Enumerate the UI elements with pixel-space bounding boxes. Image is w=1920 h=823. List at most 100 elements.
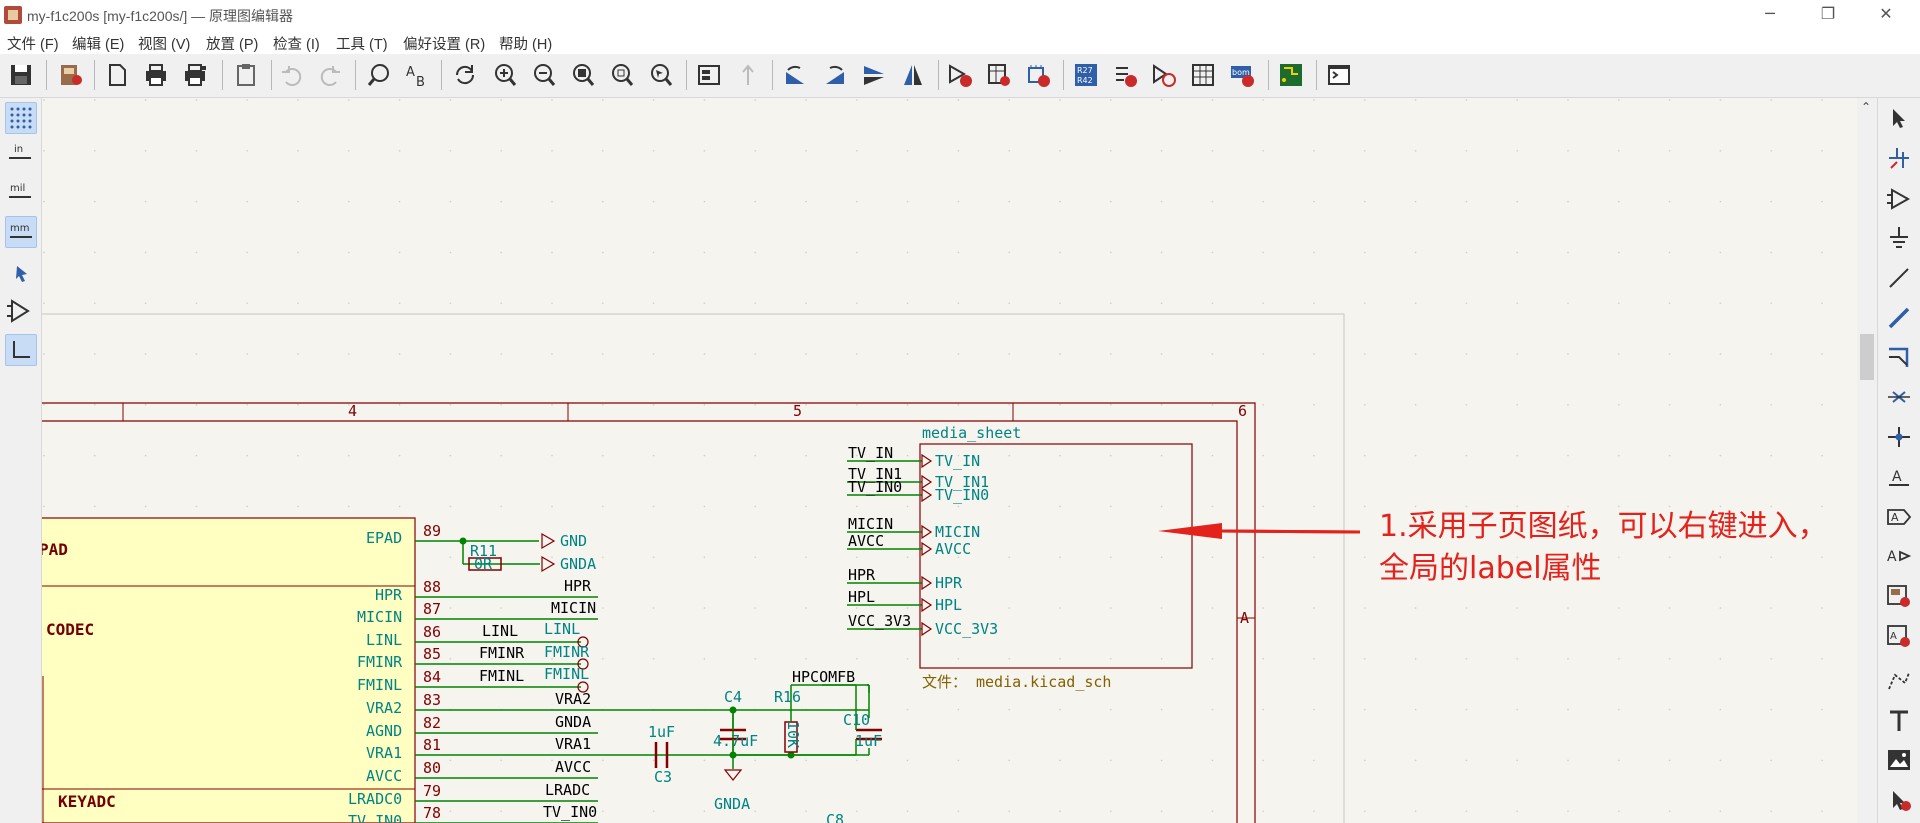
c10-value: 1uF	[855, 732, 883, 750]
hierarchy-navigator-icon[interactable]	[696, 62, 722, 88]
menu-tools[interactable]: 工具 (T)	[336, 37, 388, 53]
add-sheet-icon[interactable]	[1885, 582, 1913, 610]
units-inch-icon[interactable]: in	[5, 138, 37, 170]
zoom-area-icon[interactable]	[647, 62, 673, 88]
import-sheet-pin-icon[interactable]: A	[1885, 622, 1913, 650]
erc-icon[interactable]	[1112, 62, 1138, 88]
add-hierarchical-label-icon[interactable]: A	[1885, 542, 1913, 570]
hpcomfb-label: HPCOMFB	[792, 668, 856, 686]
delete-item-icon[interactable]	[1885, 786, 1913, 814]
r11-value: 0R	[474, 555, 493, 573]
add-wire-icon[interactable]	[1885, 264, 1913, 292]
svg-text:A: A	[1887, 549, 1897, 565]
pcb-editor-icon[interactable]	[1278, 62, 1304, 88]
menu-edit[interactable]: 编辑 (E)	[72, 37, 125, 53]
add-power-icon[interactable]	[1885, 224, 1913, 252]
show-hidden-pins-icon[interactable]	[5, 296, 37, 328]
minimize-button[interactable]: ─	[1765, 4, 1775, 23]
symbol-fields-table-icon[interactable]	[986, 62, 1012, 88]
add-text-icon[interactable]	[1885, 707, 1913, 735]
add-graphic-line-icon[interactable]	[1885, 667, 1913, 695]
refresh-icon[interactable]	[452, 62, 478, 88]
add-symbol-icon[interactable]	[1885, 185, 1913, 213]
add-bus-icon[interactable]	[1885, 304, 1913, 332]
find-icon[interactable]	[366, 62, 392, 88]
plot-icon[interactable]	[182, 62, 208, 88]
cursor-crosshair-icon[interactable]	[5, 258, 37, 290]
pin-name: FMINL	[357, 676, 403, 694]
units-mil-icon[interactable]: mil	[5, 177, 37, 209]
sheet-net-label: MICIN	[848, 515, 894, 533]
mirror-horizontal-icon[interactable]	[900, 62, 926, 88]
pin-number: 80	[423, 759, 442, 777]
sheet-name[interactable]: media_sheet	[922, 424, 1022, 442]
symbol-editor-icon[interactable]	[58, 62, 84, 88]
generate-bom-icon[interactable]: bom	[1229, 62, 1255, 88]
print-icon[interactable]	[143, 62, 169, 88]
annotation-note: 1.采用子页图纸，可以右键进入， 全局的label属性	[1379, 506, 1828, 590]
zoom-objects-icon[interactable]	[608, 62, 634, 88]
redo-icon[interactable]	[318, 62, 344, 88]
units-mm-icon[interactable]: mm	[5, 216, 37, 248]
menu-preferences[interactable]: 偏好设置 (R)	[403, 37, 486, 53]
global-label: FMINL	[544, 665, 590, 683]
menu-place[interactable]: 放置 (P)	[206, 37, 259, 53]
net-label: FMINR	[479, 644, 525, 662]
zoom-fit-icon[interactable]	[569, 62, 595, 88]
line-mode-icon[interactable]	[5, 334, 37, 366]
rotate-ccw-icon[interactable]	[782, 62, 808, 88]
add-label-icon[interactable]: A	[1885, 463, 1913, 491]
menu-inspect[interactable]: 检查 (I)	[273, 37, 320, 53]
zoom-in-icon[interactable]	[491, 62, 517, 88]
scroll-up-icon[interactable]: ⌃	[1861, 100, 1872, 114]
close-button[interactable]: ✕	[1879, 4, 1893, 23]
scrollbar-thumb[interactable]	[1860, 334, 1874, 380]
grid-toggle-icon[interactable]	[5, 102, 37, 134]
mm-label: mm	[10, 223, 29, 234]
menu-file[interactable]: 文件 (F)	[7, 37, 59, 53]
zoom-out-icon[interactable]	[530, 62, 556, 88]
simulator-icon[interactable]	[1151, 62, 1177, 88]
restore-button[interactable]: ❐	[1820, 4, 1836, 23]
pin-name: LINL	[366, 631, 403, 649]
sheet-net-label: VCC_3V3	[848, 612, 912, 630]
vertical-scrollbar[interactable]: ⌃	[1857, 98, 1877, 823]
scripting-console-icon[interactable]	[1326, 62, 1352, 88]
rotate-cw-icon[interactable]	[822, 62, 848, 88]
menu-view[interactable]: 视图 (V)	[138, 37, 191, 53]
undo-icon[interactable]	[278, 62, 304, 88]
select-arrow-icon[interactable]	[1885, 104, 1913, 132]
c3-ref: C3	[654, 768, 673, 786]
bus-entry-icon[interactable]	[1885, 343, 1913, 371]
annotate-icon[interactable]	[947, 62, 973, 88]
annotation-line-1: 1.采用子页图纸，可以右键进入，	[1379, 509, 1828, 544]
leave-sheet-icon[interactable]	[735, 62, 761, 88]
junction-icon[interactable]	[1885, 423, 1913, 451]
add-global-label-icon[interactable]: A	[1885, 503, 1913, 531]
add-image-icon[interactable]	[1885, 746, 1913, 774]
save-icon[interactable]	[8, 62, 34, 88]
mirror-vertical-icon[interactable]	[861, 62, 887, 88]
no-connect-icon[interactable]	[1885, 383, 1913, 411]
pin-number: 78	[423, 804, 442, 822]
sheet-column-4: 4	[348, 402, 358, 420]
sheet-pin: HPL	[935, 596, 963, 614]
pin-name: EPAD	[366, 529, 403, 547]
c8-ref: C8	[826, 811, 845, 823]
paste-icon[interactable]	[233, 62, 259, 88]
new-icon[interactable]	[104, 62, 130, 88]
menu-help[interactable]: 帮助 (H)	[499, 37, 553, 53]
bom-table-icon[interactable]	[1190, 62, 1216, 88]
c4-value: 4.7uF	[713, 732, 759, 750]
svg-text:B: B	[416, 75, 425, 88]
menu-bar: 文件 (F) 编辑 (E) 视图 (V) 放置 (P) 检查 (I) 工具 (T…	[0, 30, 1920, 54]
highlight-net-icon[interactable]	[1885, 144, 1913, 172]
gnda-label: GNDA	[714, 795, 751, 813]
pad-label: PAD	[42, 540, 68, 559]
pin-number: 83	[423, 691, 442, 709]
schematic-canvas[interactable]: 4 5 6 A PAD CODEC KEYADC EPAD HPR MICIN …	[42, 98, 1857, 823]
assign-footprints-icon[interactable]	[1025, 62, 1051, 88]
